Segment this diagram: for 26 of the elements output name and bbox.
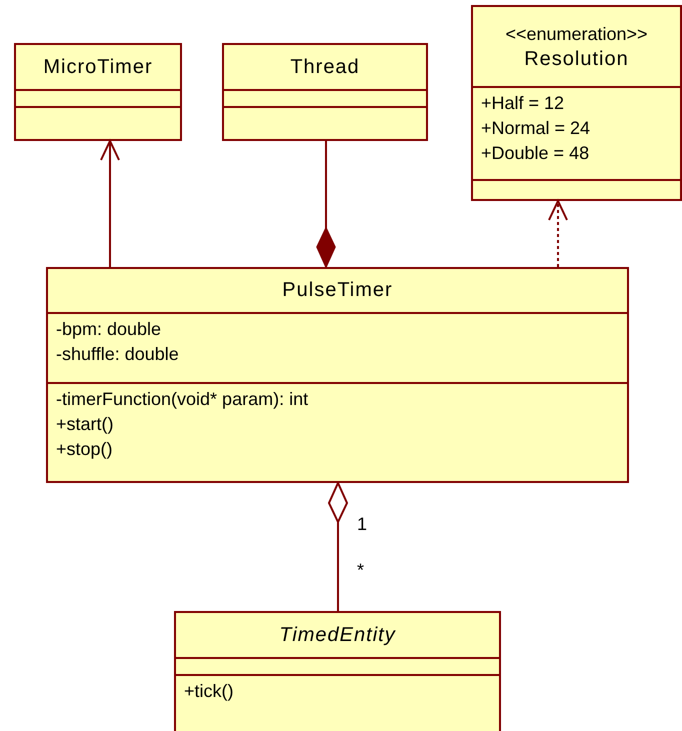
class-box <box>471 5 682 201</box>
method-text: +start() <box>56 413 115 436</box>
method-text: +stop() <box>56 438 114 461</box>
class-name: Thread <box>290 54 360 80</box>
multiplicity-label: 1 <box>357 514 368 535</box>
method-text: -timerFunction(void* param): int <box>56 388 310 411</box>
class-box <box>222 43 428 141</box>
class-name: MicroTimer <box>43 54 153 80</box>
enum-literal: +Half = 12 <box>481 92 566 115</box>
multiplicity-label: * <box>357 560 364 581</box>
attribute-text: -shuffle: double <box>56 343 180 366</box>
arrow <box>100 140 120 267</box>
dependency-arrow <box>548 200 568 267</box>
stereotype-text: <<enumeration>> <box>505 22 648 46</box>
enum-literal: +Normal = 24 <box>481 117 592 140</box>
class-name: PulseTimer <box>282 278 393 303</box>
class-box <box>46 267 629 483</box>
class-box <box>174 611 501 731</box>
aggregation-line <box>328 482 348 611</box>
class-name: TimedEntity <box>279 622 396 648</box>
attribute-text: -bpm: double <box>56 318 162 341</box>
class-box <box>14 43 182 141</box>
class-name: Resolution <box>524 46 629 72</box>
enum-literal: +Double = 48 <box>481 142 590 165</box>
composition-line <box>316 141 336 268</box>
method-text: +tick() <box>184 680 234 703</box>
